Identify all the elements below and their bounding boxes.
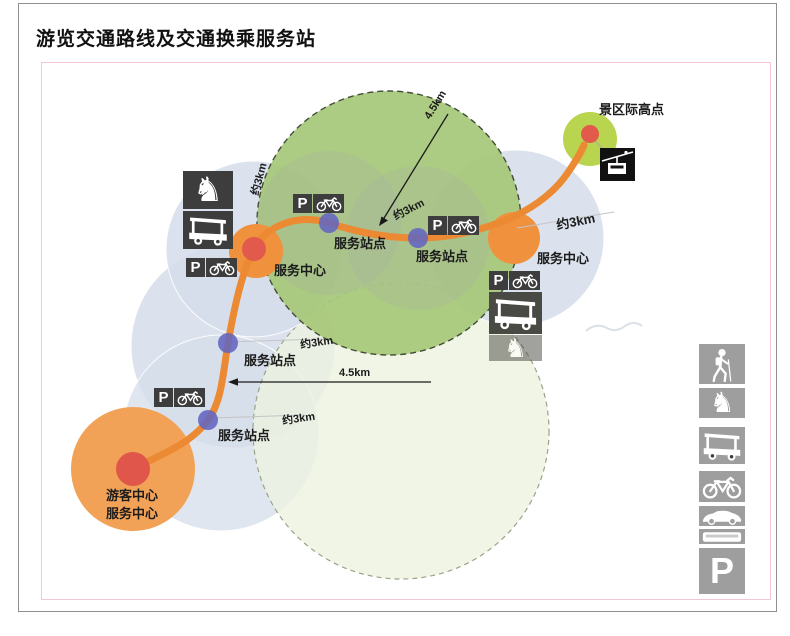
station-label: 服务站点	[416, 249, 469, 264]
route-map: ♞ P P P P P ♞ 景区际高点 服务中心 服务中心 服务站点 服务站点 …	[41, 62, 771, 600]
parking-bike-sign: P	[293, 194, 344, 213]
shuttle-cart-icon	[489, 292, 542, 334]
parking-bike-sign: P	[154, 388, 205, 407]
shuttle-cart-icon	[183, 211, 233, 249]
radius-arrow-line	[380, 113, 449, 224]
station-dot	[408, 228, 428, 248]
left-center-dot	[242, 237, 266, 261]
parking-icon: P	[428, 216, 447, 235]
bicycle-icon	[699, 471, 745, 502]
car-icon	[699, 506, 745, 526]
right-service-center-label: 服务中心	[537, 251, 590, 266]
station-dot	[218, 333, 238, 353]
horse-icon: ♞	[699, 388, 745, 418]
summit-label: 景区际高点	[599, 102, 665, 117]
bicycle-icon	[174, 388, 205, 407]
page-title: 游览交通路线及交通换乘服务站	[36, 29, 317, 50]
horse-icon: ♞	[183, 171, 233, 209]
faint-trail-line	[585, 322, 643, 332]
span-arrowhead	[228, 378, 238, 386]
summit-dot	[581, 125, 599, 143]
parking-icon: P	[489, 271, 508, 290]
bicycle-icon	[313, 194, 344, 213]
station-dot	[319, 213, 339, 233]
station-label: 服务站点	[218, 428, 271, 443]
parking-icon: P	[293, 194, 312, 213]
bicycle-icon	[206, 258, 237, 277]
parking-bike-sign: P	[489, 271, 540, 290]
visitor-center-label: 游客中心	[105, 488, 158, 503]
left-service-center-label: 服务中心	[274, 263, 327, 278]
cable-car-icon	[600, 148, 635, 181]
slide-frame	[18, 3, 777, 612]
visitor-center-dot	[116, 452, 150, 486]
visitor-center-label: 服务中心	[105, 506, 158, 521]
hiker-icon	[699, 344, 745, 384]
parking-bike-sign: P	[428, 216, 479, 235]
shuttle-cart-icon	[699, 427, 745, 464]
horse-icon: ♞	[489, 335, 542, 361]
parking-icon: P	[186, 258, 205, 277]
radius-arrowhead	[379, 216, 388, 226]
bus-icon	[699, 529, 745, 544]
station-dot	[198, 410, 218, 430]
bicycle-icon	[448, 216, 479, 235]
station-label: 服务站点	[334, 236, 387, 251]
parking-bike-sign: P	[186, 258, 237, 277]
distance-label: 4.5km	[339, 367, 371, 379]
station-label: 服务站点	[244, 353, 297, 368]
bicycle-icon	[509, 271, 540, 290]
parking-icon: P	[699, 548, 745, 594]
parking-icon: P	[154, 388, 173, 407]
